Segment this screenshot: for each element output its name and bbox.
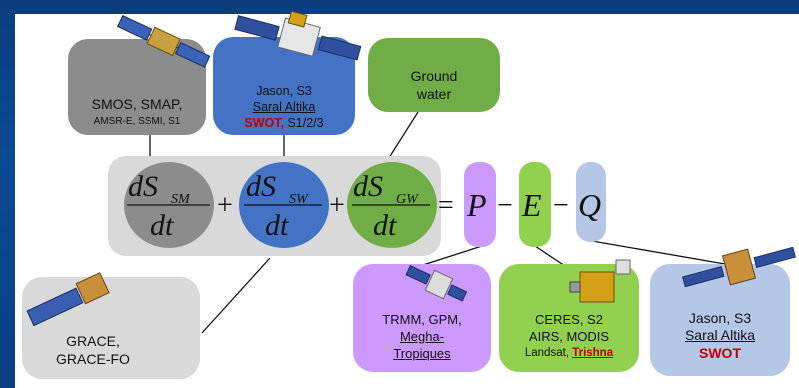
soil-moisture-sublabel: AMSR-E, SSMI, S1 xyxy=(93,116,181,127)
line-e xyxy=(534,245,566,267)
trishna-highlight: Trishna xyxy=(572,347,614,359)
groundwater-line2: water xyxy=(416,86,452,102)
groundwater-box xyxy=(368,38,500,112)
swot-highlight: SWOT, xyxy=(244,116,284,130)
discharge-line1: Jason, S3 xyxy=(688,310,752,326)
plus-2: + xyxy=(329,190,345,221)
discharge-box xyxy=(650,264,790,376)
satellite-icon xyxy=(234,10,362,61)
surface-water-s123: S1/2/3 xyxy=(283,116,324,130)
gw-num: dS xyxy=(353,170,383,203)
grace-line2: GRACE-FO xyxy=(56,351,130,367)
equals-sign: = xyxy=(438,190,454,221)
satellite-icon xyxy=(569,259,631,303)
satellite-icon xyxy=(26,272,110,327)
q-bar xyxy=(576,162,606,242)
groundwater-line1: Ground xyxy=(410,68,458,84)
q-symbol: Q xyxy=(578,187,601,223)
sm-den: dt xyxy=(150,209,174,242)
p-symbol: P xyxy=(466,187,487,223)
sw-num: dS xyxy=(246,170,276,203)
e-bar xyxy=(519,162,551,247)
grace-line1: GRACE, xyxy=(66,333,120,349)
satellite-icon xyxy=(405,264,468,302)
sw-den: dt xyxy=(265,209,289,242)
evap-line2: AIRS, MODIS xyxy=(528,329,610,344)
plus-1: + xyxy=(217,190,233,221)
grace-box xyxy=(22,277,200,379)
evap-line1: CERES, S2 xyxy=(535,312,603,327)
surface-water-line3: SWOT, S1/2/3 xyxy=(213,116,355,131)
p-bar xyxy=(464,162,496,247)
precip-line2: Megha- xyxy=(399,329,445,344)
evap-landsat: Landsat, xyxy=(524,347,573,359)
precip-line1: TRMM, GPM, xyxy=(382,312,462,327)
minus-2: − xyxy=(553,190,569,221)
evaporation-box xyxy=(499,264,639,372)
surface-water-line2: Saral Altika xyxy=(252,100,316,114)
line-grace xyxy=(201,257,271,334)
gw-sub: GW xyxy=(396,192,419,207)
soil-moisture-label: SMOS, SMAP, xyxy=(91,96,183,112)
discharge-line2: Saral Altika xyxy=(684,327,756,343)
satellite-icon xyxy=(116,15,211,68)
line-p xyxy=(422,245,483,266)
gw-den: dt xyxy=(373,209,397,242)
sm-sub: SM xyxy=(171,192,191,207)
evap-line3: Landsat, Trishna xyxy=(499,347,639,361)
sw-sub: SW xyxy=(289,192,309,207)
surface-water-line1: Jason, S3 xyxy=(256,84,312,98)
minus-1: − xyxy=(497,190,513,221)
precip-line3: Tropiques xyxy=(393,346,451,361)
discharge-line3: SWOT xyxy=(699,345,741,361)
sm-num: dS xyxy=(128,170,158,203)
line-q xyxy=(591,240,726,265)
e-symbol: E xyxy=(521,187,542,223)
satellite-icon xyxy=(682,246,796,288)
